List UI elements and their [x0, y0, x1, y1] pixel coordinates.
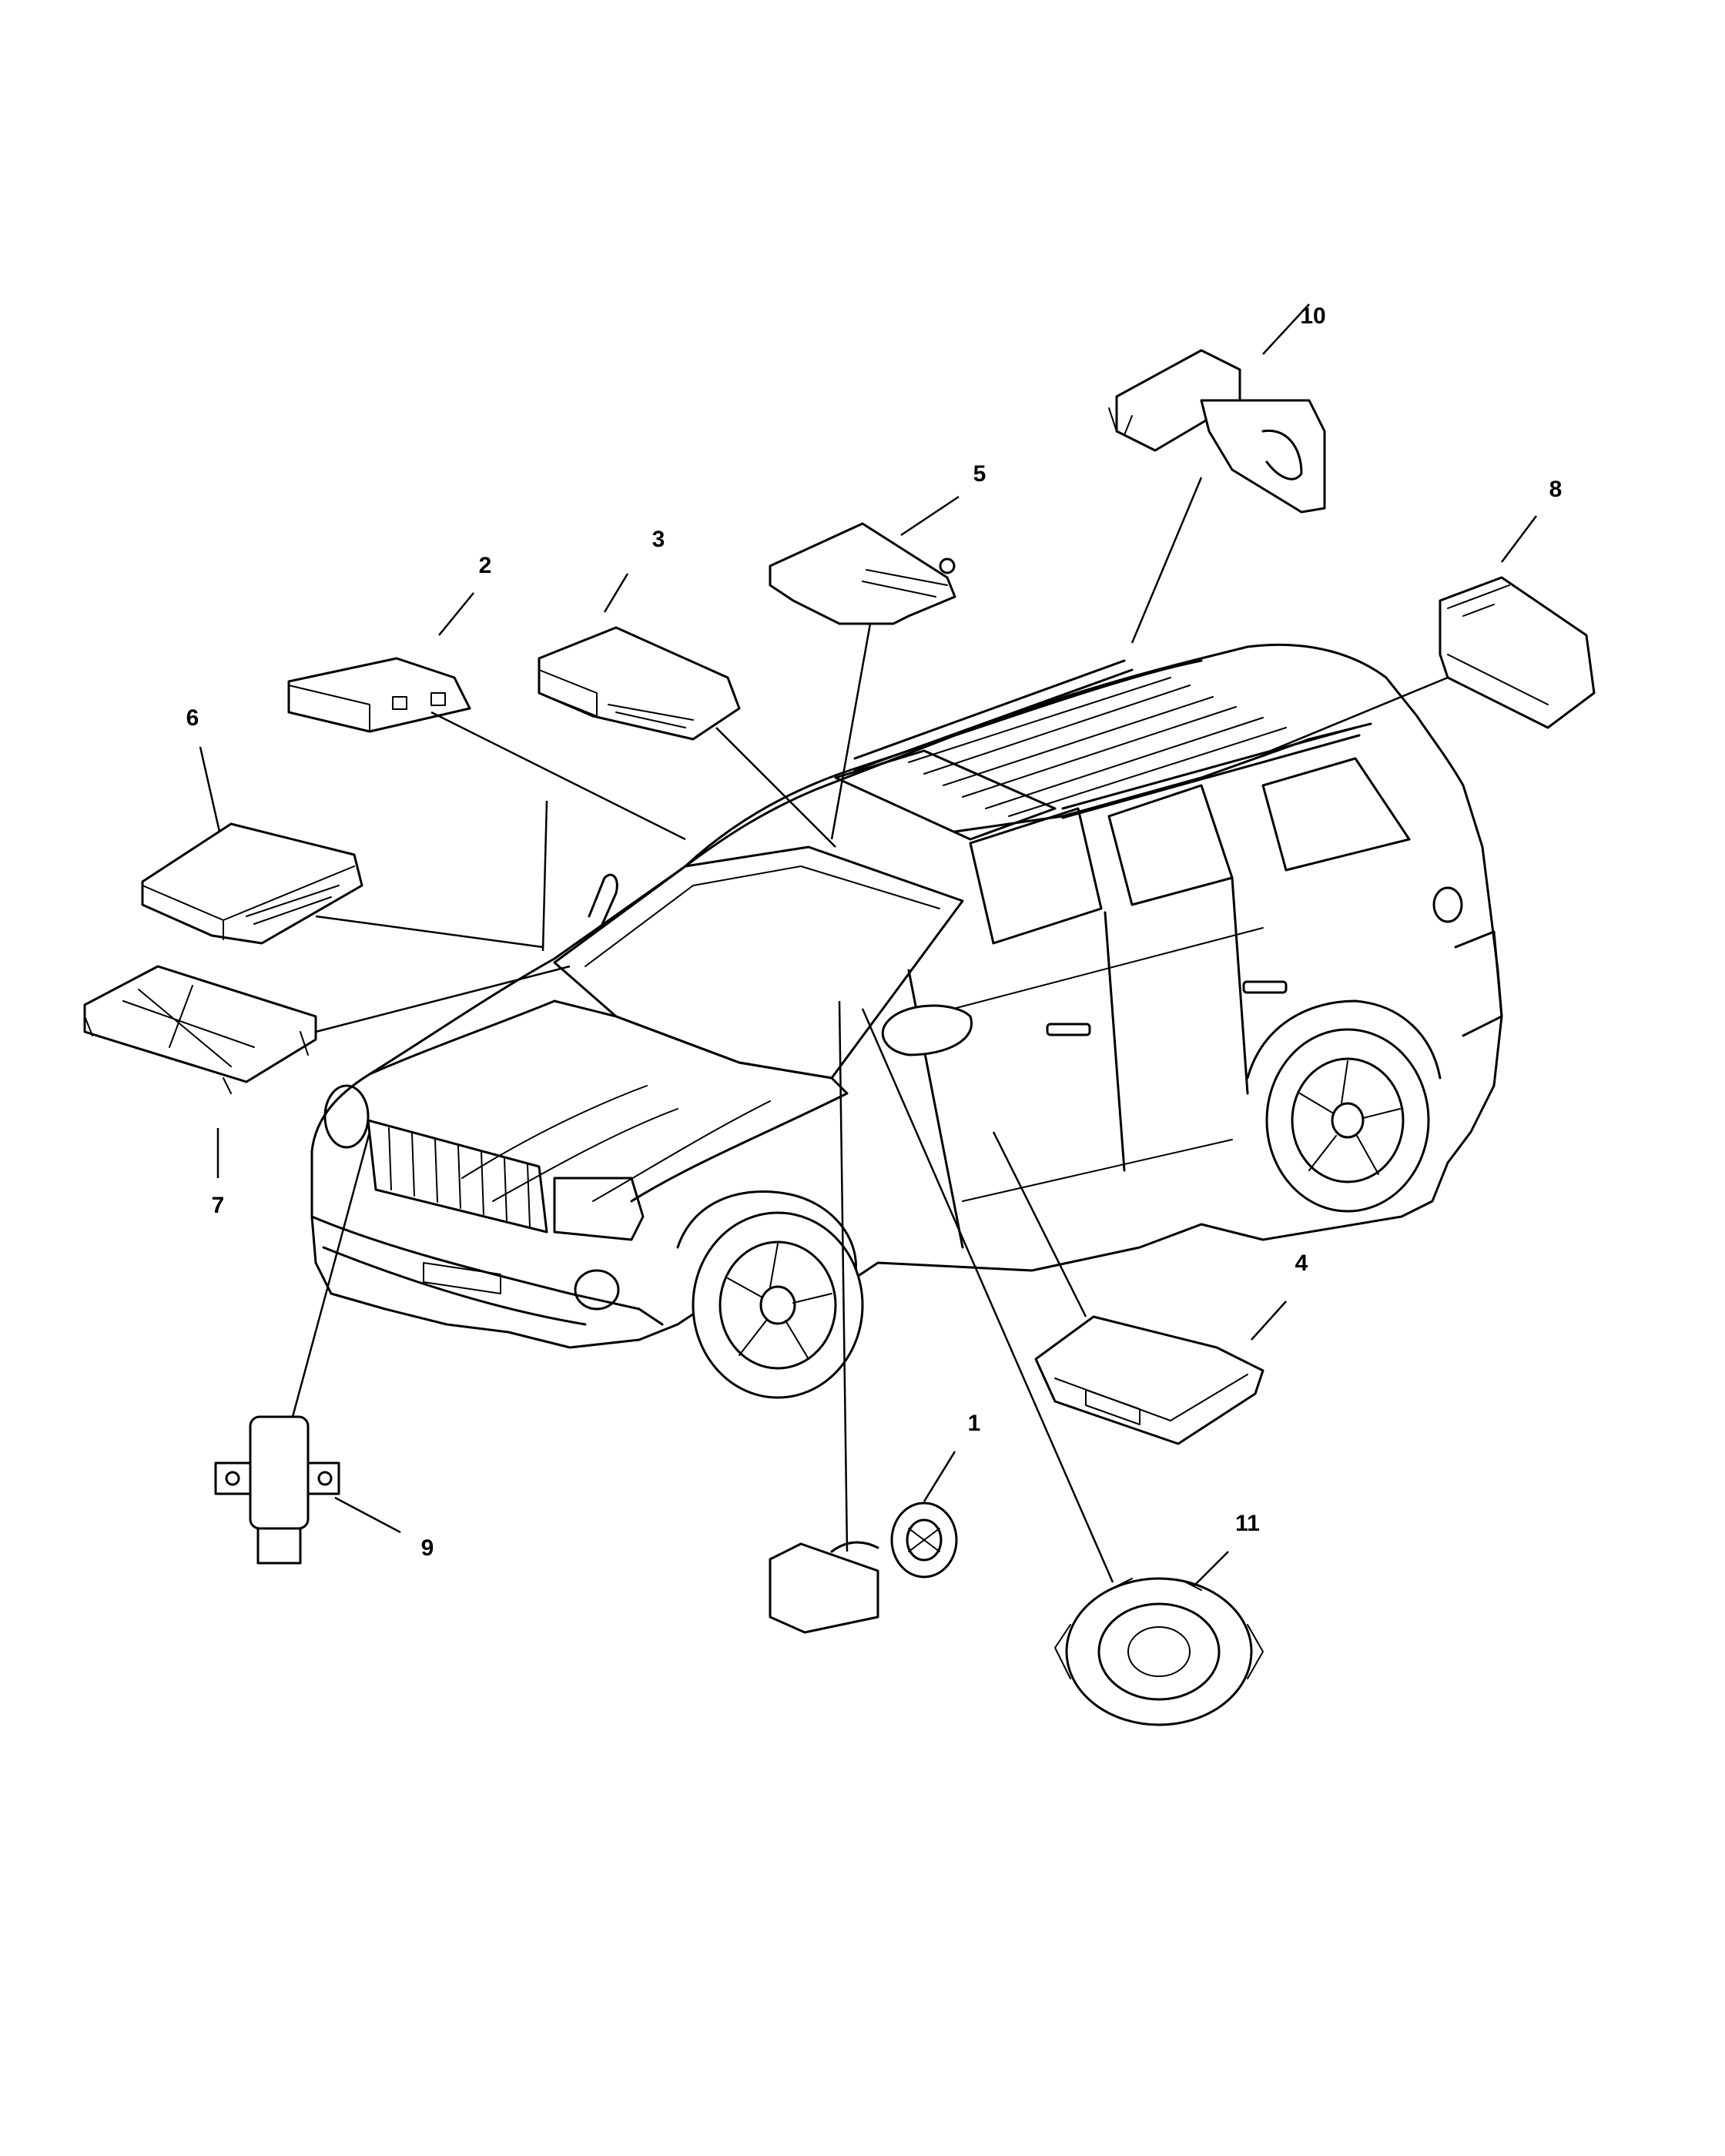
callout-11: 11 — [1235, 1511, 1260, 1536]
grille — [367, 1119, 548, 1234]
component-2-module — [287, 657, 471, 733]
callout-3: 3 — [652, 527, 665, 552]
component-5-module — [769, 522, 956, 625]
left-headlight — [323, 1084, 370, 1149]
callout-7: 7 — [212, 1193, 225, 1218]
callout-1: 1 — [968, 1411, 981, 1436]
callout-10: 10 — [1300, 303, 1325, 329]
callout-9: 9 — [421, 1535, 434, 1561]
vehicle — [310, 643, 1503, 1399]
callout-4: 4 — [1295, 1250, 1308, 1276]
callout-2: 2 — [479, 553, 492, 578]
callout-8: 8 — [1549, 477, 1563, 502]
front-wheel — [676, 1190, 864, 1399]
leader-lines — [199, 303, 1537, 1587]
callout-labels: 1 2 3 4 5 6 7 8 9 10 11 — [186, 303, 1563, 1561]
side-mirror — [881, 1004, 973, 1056]
rear-wheel — [1246, 999, 1442, 1213]
component-4-module — [1034, 1315, 1264, 1445]
component-1-sensor — [769, 1502, 958, 1634]
component-7-bracket — [83, 965, 317, 1094]
callout-5: 5 — [973, 461, 986, 487]
component-6-module — [141, 822, 363, 945]
callout-6: 6 — [186, 705, 199, 731]
component-8-module — [1439, 576, 1596, 729]
component-3-module — [538, 626, 741, 741]
component-10-module-bracket — [1108, 349, 1326, 514]
component-11-clockspring — [1054, 1577, 1264, 1726]
right-headlight — [553, 1177, 645, 1241]
component-9-sensor — [214, 1415, 340, 1565]
